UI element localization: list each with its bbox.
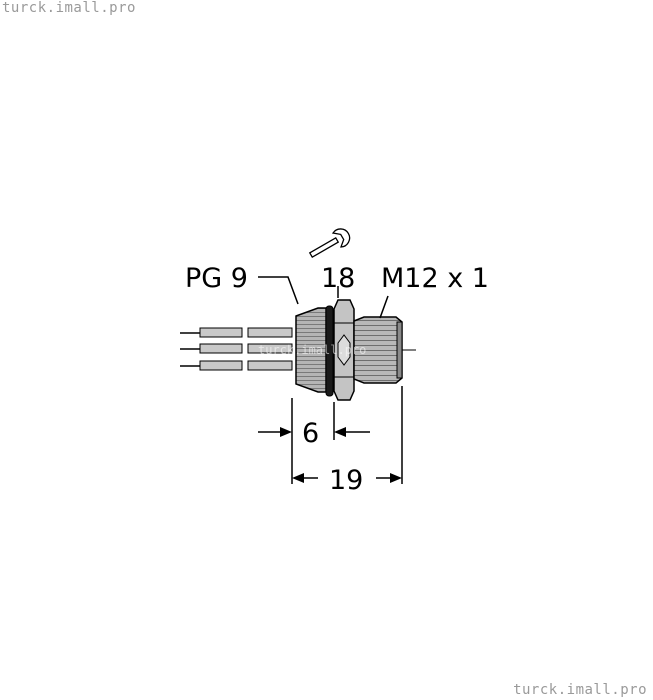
hex-nut [333,299,355,401]
watermark-overlay: turck.imall.pro [258,343,366,357]
o-ring [325,305,334,397]
label-m12: M12 x 1 [381,263,489,294]
label-dim-6: 6 [302,418,319,449]
dimension-19-arrows [292,473,402,483]
wire-bottom [180,360,293,371]
front-face [396,321,403,379]
label-pg9: PG 9 [185,263,248,294]
watermark-top: turck.imall.pro [2,0,136,16]
label-dim-19: 19 [329,465,363,496]
watermark-bottom: turck.imall.pro [513,682,647,698]
leader-pg9 [258,276,299,305]
wire-middle [180,343,293,354]
label-wrench-size: 18 [321,263,355,294]
wrench-icon [308,228,351,259]
leader-m12 [379,295,389,319]
wire-top [180,327,293,338]
dimension-6-arrows [258,427,370,437]
